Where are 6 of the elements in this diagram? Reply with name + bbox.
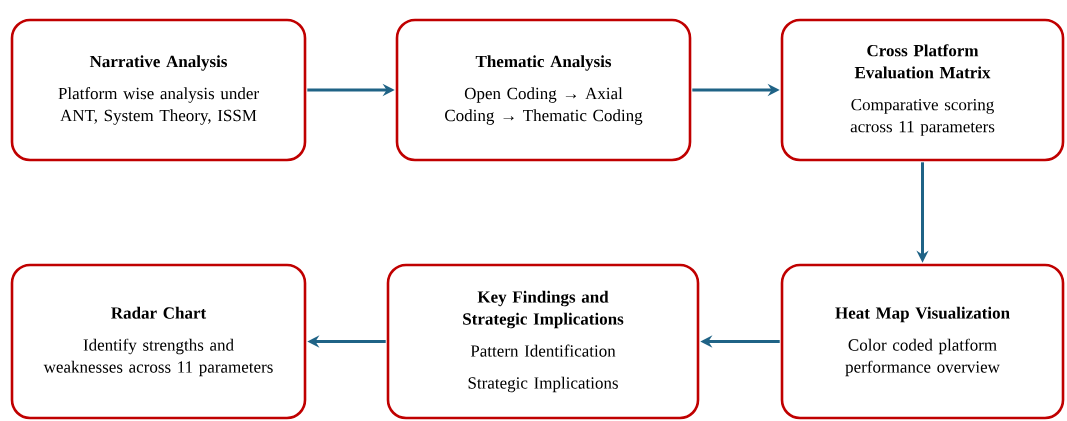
- process-box: Radar Chart Identify strengths and weaknesses across 11 parameters: [10, 263, 307, 420]
- process-box: Heat Map Visualization Color coded platform performance overview: [780, 263, 1065, 420]
- process-box: Narrative Analysis Platform wise analysis under ANT, System Theory, ISSM: [10, 18, 307, 162]
- process-box: Thematic Analysis Open Coding → Axial Coding → Thematic Coding: [395, 18, 692, 162]
- process-box: Cross Platform Evaluation Matrix Comparative scoring across 11 parameters: [780, 18, 1065, 162]
- process-box: Key Findings and Strategic Implications Pattern Identification Strategic Implications: [386, 263, 700, 420]
